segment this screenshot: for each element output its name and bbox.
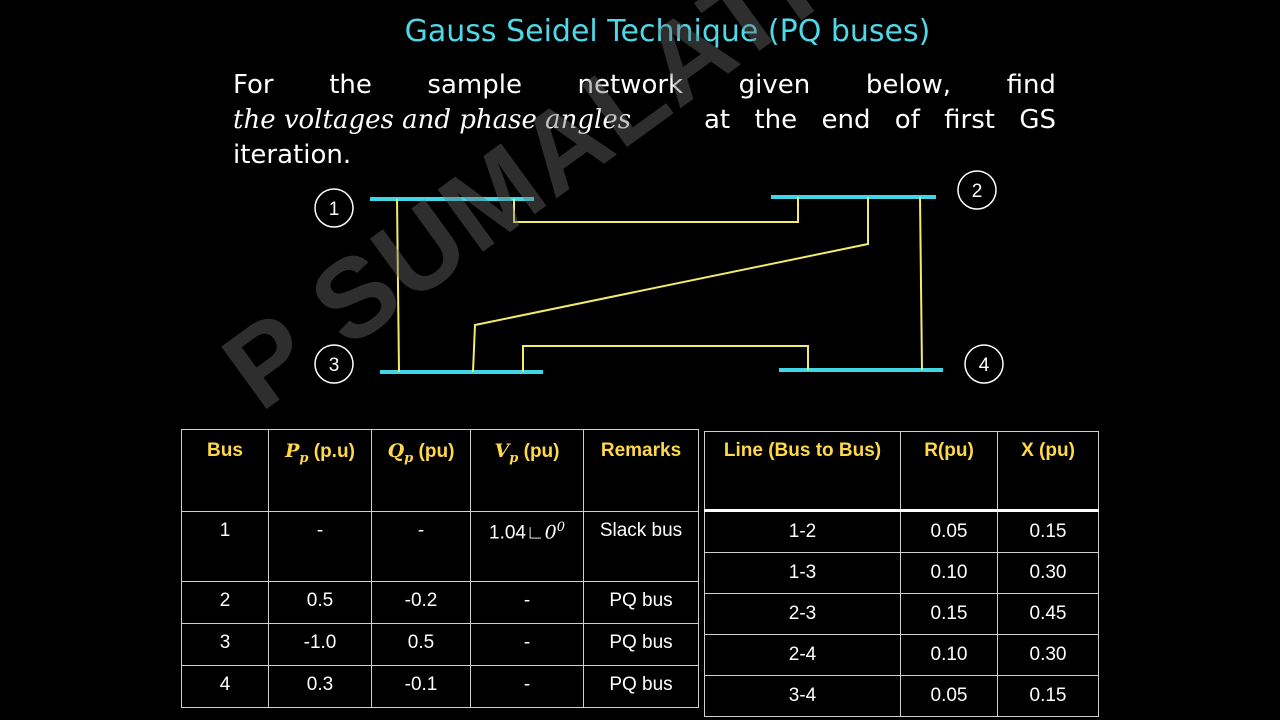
problem-line-2-tail: at the end of first GS [704,103,1056,138]
cell-x: 0.15 [997,510,1099,553]
svg-text:4: 4 [979,355,990,376]
cell-remarks: Slack bus [583,511,699,582]
problem-emphasis: the voltages and phase angles [233,105,632,135]
header-p: Pp (p.u) [268,429,372,512]
line-1-3 [396,198,400,373]
cell-v: 1.04∟00 [470,511,584,582]
table-row: 4 0.3 -0.1 - PQ bus [181,665,699,708]
problem-word: given [738,70,811,100]
cell-bus: 2 [181,581,269,624]
table-row: 3-4 0.05 0.15 [704,675,1099,717]
header-line: Line (Bus to Bus) [704,431,901,512]
cell-p: 0.5 [268,581,372,624]
angle-icon: ∟ [526,522,545,544]
cell-line: 2-3 [704,593,901,635]
bus-label-2: 2 [957,170,997,210]
svg-text:3: 3 [329,355,340,376]
line-data-table: Line (Bus to Bus) R(pu) X (pu) 1-2 0.05 … [704,431,1099,717]
table-header-row: Line (Bus to Bus) R(pu) X (pu) [704,431,1099,512]
cell-remarks: PQ bus [583,665,699,708]
svg-text:1: 1 [329,199,340,220]
cell-bus: 3 [181,623,269,666]
problem-word: network [577,70,684,100]
header-q: Qp (pu) [371,429,471,512]
table-row: 2-4 0.10 0.30 [704,634,1099,676]
cell-q: -0.2 [371,581,471,624]
bus-label-4: 4 [964,344,1004,384]
problem-line-2: the voltages and phase angles at the end… [233,103,1056,138]
cell-x: 0.30 [997,552,1099,594]
svg-text:2: 2 [972,181,983,202]
problem-statement: For the sample network given below, find… [233,68,1056,173]
cell-line: 2-4 [704,634,901,676]
problem-word: at [704,105,731,135]
cell-q: -0.1 [371,665,471,708]
cell-line: 1-3 [704,552,901,594]
cell-v: - [470,665,584,708]
cell-x: 0.30 [997,634,1099,676]
cell-bus: 1 [181,511,269,582]
cell-r: 0.05 [900,510,998,553]
cell-p: 0.3 [268,665,372,708]
cell-bus: 4 [181,665,269,708]
problem-word: find [1006,70,1056,100]
header-x: X (pu) [997,431,1099,512]
header-bus: Bus [181,429,269,512]
table-row: 2 0.5 -0.2 - PQ bus [181,581,699,624]
table-header-row: Bus Pp (p.u) Qp (pu) Vp (pu) Remarks [181,429,699,512]
cell-x: 0.15 [997,675,1099,717]
bus-data-table: Bus Pp (p.u) Qp (pu) Vp (pu) Remarks 1 -… [181,429,699,708]
cell-r: 0.10 [900,552,998,594]
cell-p: -1.0 [268,623,372,666]
table-row: 1-3 0.10 0.30 [704,552,1099,594]
problem-word: below, [865,70,951,100]
cell-x: 0.45 [997,593,1099,635]
cell-p: - [268,511,372,582]
problem-word: the [329,70,372,100]
page-title: Gauss Seidel Technique (PQ buses) [404,14,931,49]
header-v: Vp (pu) [470,429,584,512]
cell-r: 0.05 [900,675,998,717]
cell-q: - [371,511,471,582]
problem-word: of [894,105,920,135]
line-2-3 [472,197,869,373]
table-row: 1-2 0.05 0.15 [704,510,1099,553]
header-remarks: Remarks [583,429,699,512]
problem-line-1: For the sample network given below, find [233,68,1056,103]
cell-r: 0.15 [900,593,998,635]
cell-line: 3-4 [704,675,901,717]
cell-v: - [470,623,584,666]
line-2-4 [919,196,923,371]
table-row: 2-3 0.15 0.45 [704,593,1099,635]
network-diagram: 1 2 3 4 [314,170,1004,384]
cell-v: - [470,581,584,624]
bus-label-3: 3 [314,344,354,384]
problem-line-3: iteration. [233,140,352,170]
problem-word: For [233,70,274,100]
table-row: 1 - - 1.04∟00 Slack bus [181,511,699,582]
bus-label-1: 1 [314,188,354,228]
cell-line: 1-2 [704,510,901,553]
cell-remarks: PQ bus [583,623,699,666]
problem-word: GS [1019,105,1056,135]
cell-remarks: PQ bus [583,581,699,624]
header-r: R(pu) [900,431,998,512]
problem-word: sample [427,70,522,100]
table-row: 3 -1.0 0.5 - PQ bus [181,623,699,666]
line-1-2 [513,197,799,223]
line-3-4 [522,345,809,372]
problem-word: first [944,105,995,135]
problem-word: the [754,105,798,135]
problem-word: end [821,105,871,135]
cell-r: 0.10 [900,634,998,676]
cell-q: 0.5 [371,623,471,666]
